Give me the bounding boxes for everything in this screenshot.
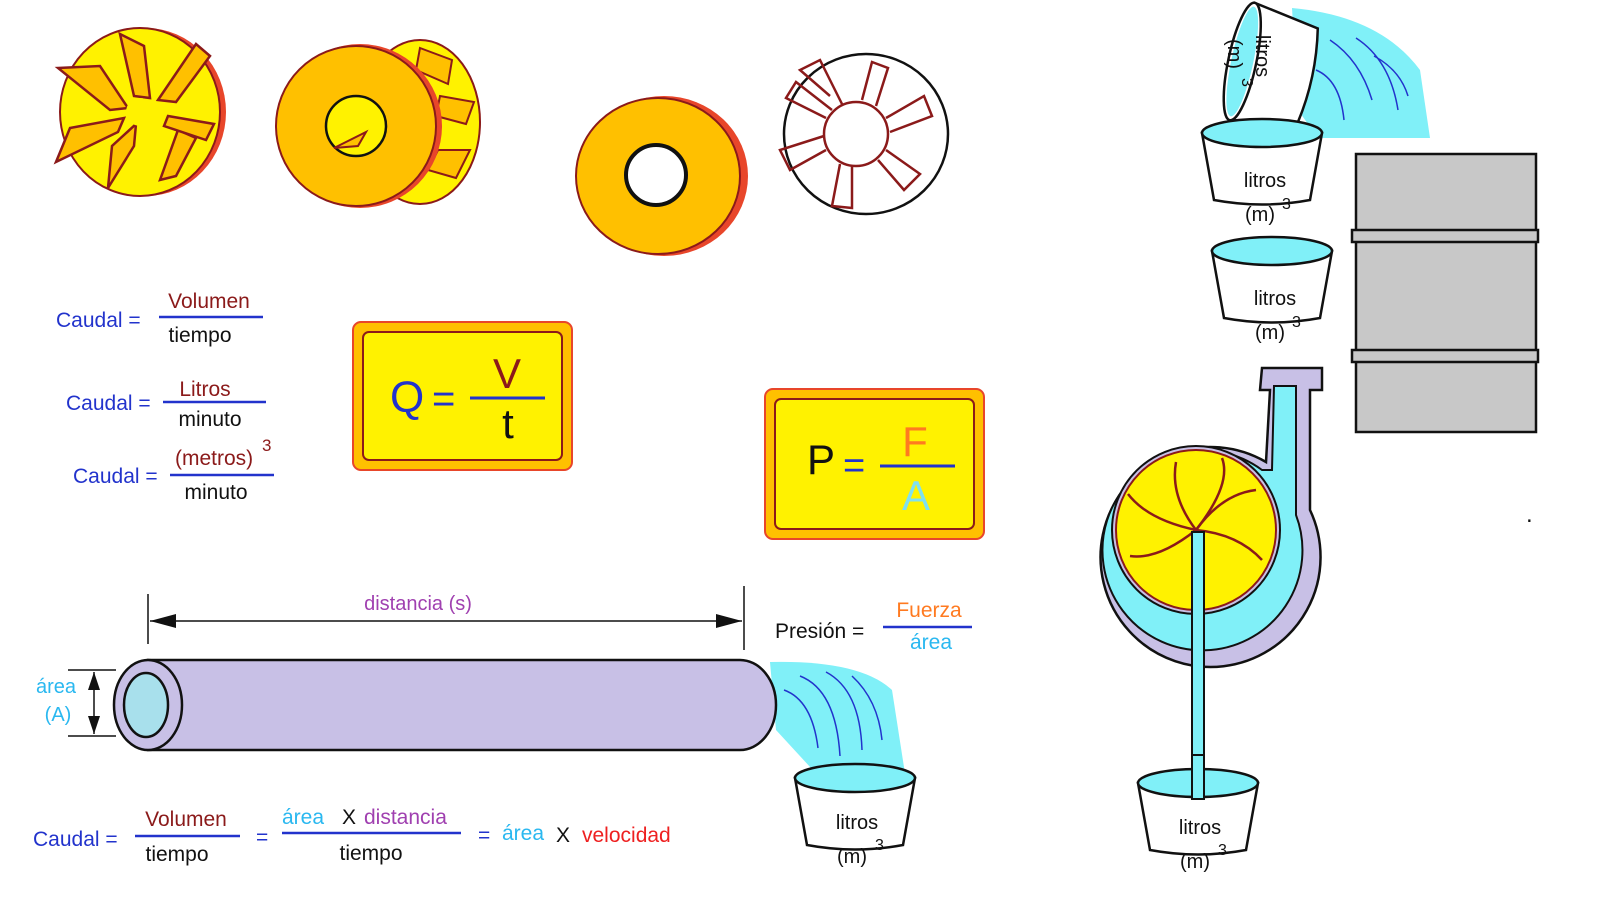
- bucket-unit: (m): [1245, 204, 1275, 226]
- formula-denominator-2: tiempo: [339, 842, 402, 865]
- bucket-exponent: 3: [1282, 196, 1291, 213]
- bucket-right-bottom: litros (m) 3: [1136, 754, 1260, 873]
- formula-numerator: Litros: [179, 378, 230, 401]
- formula-lhs: Caudal =: [33, 828, 118, 851]
- formula-presion: Presión = Fuerza área: [775, 599, 972, 654]
- formula-numerator-1: Volumen: [145, 808, 227, 831]
- formula-caudal-volumen: Caudal = Volumen tiempo: [56, 290, 263, 347]
- bucket-right-1: litros (m) 3: [1200, 117, 1324, 226]
- impeller-orange-side: [275, 39, 481, 208]
- bucket-exponent: 3: [1238, 78, 1255, 87]
- bucket-pouring: litros (m) 3: [1222, 1, 1430, 138]
- formula-bottom-chain: Caudal = Volumen tiempo = área X distanc…: [33, 806, 671, 866]
- formula-numerator-2a: área: [282, 806, 324, 829]
- formula-numerator: Fuerza: [896, 599, 962, 622]
- formula-lhs: Caudal =: [66, 392, 151, 415]
- formula-exponent: 3: [262, 436, 271, 455]
- q-numerator: V: [493, 350, 521, 397]
- bucket-right-2: litros (m) 3: [1210, 235, 1334, 344]
- formula-term-area: área: [502, 822, 544, 845]
- bucket-unit: (m): [1255, 322, 1285, 344]
- area-symbol: (A): [45, 704, 72, 726]
- q-symbol: Q: [390, 373, 424, 422]
- formula-lhs: Caudal =: [56, 309, 141, 332]
- formula-box-p: P = F A: [764, 388, 985, 540]
- formula-caudal-litros: Caudal = Litros minuto: [66, 378, 266, 431]
- pipe-diagram: distancia (s) área (A): [36, 586, 906, 780]
- formula-numerator: Volumen: [168, 290, 250, 313]
- formula-denominator: minuto: [184, 481, 247, 504]
- impeller-orange-ring: [575, 96, 748, 256]
- formula-denominator: minuto: [178, 408, 241, 431]
- distance-label: distancia (s): [364, 593, 472, 615]
- formula-numerator-2x: X: [342, 806, 356, 829]
- bucket-label: litros: [1251, 35, 1273, 77]
- stray-dot: .: [1526, 501, 1533, 528]
- p-denominator: A: [902, 472, 930, 519]
- p-numerator: F: [902, 418, 928, 465]
- bucket-label: litros: [836, 812, 878, 834]
- formula-denominator: tiempo: [168, 324, 231, 347]
- bucket-label: litros: [1179, 817, 1221, 839]
- bucket-exponent: 3: [1292, 314, 1301, 331]
- bucket-label: litros: [1244, 170, 1286, 192]
- impeller-yellow-blades: [53, 27, 226, 197]
- bucket-label: litros: [1254, 288, 1296, 310]
- formula-numerator-2b: distancia: [364, 806, 447, 829]
- formula-denominator: área: [910, 631, 952, 654]
- q-equals: =: [432, 377, 455, 421]
- formula-denominator-1: tiempo: [145, 843, 208, 866]
- bucket-unit: (m): [1223, 39, 1245, 69]
- area-label: área: [36, 676, 77, 698]
- bucket-unit: (m): [837, 846, 867, 868]
- p-equals: =: [843, 445, 865, 487]
- formula-lhs: Caudal =: [73, 465, 158, 488]
- bucket-exponent: 3: [875, 837, 884, 854]
- bucket-unit: (m): [1180, 851, 1210, 873]
- formula-lhs: Presión =: [775, 620, 864, 643]
- centrifugal-pump: [1099, 366, 1324, 669]
- p-symbol: P: [807, 436, 835, 483]
- formula-term-velocidad: velocidad: [582, 824, 671, 847]
- formula-term-x: X: [556, 824, 570, 847]
- bucket-bottom-middle: litros (m) 3: [793, 762, 917, 868]
- formula-equals-2: =: [256, 826, 268, 849]
- formula-box-q: Q = V t: [352, 321, 573, 471]
- formula-caudal-metros: Caudal = (metros) 3 minuto: [73, 436, 274, 504]
- q-denominator: t: [502, 400, 514, 447]
- formula-equals-3: =: [478, 824, 490, 847]
- impeller-white-blades: [778, 52, 950, 216]
- bucket-exponent: 3: [1218, 842, 1227, 859]
- formula-numerator: (metros): [175, 447, 253, 470]
- gray-tank: [1350, 152, 1540, 434]
